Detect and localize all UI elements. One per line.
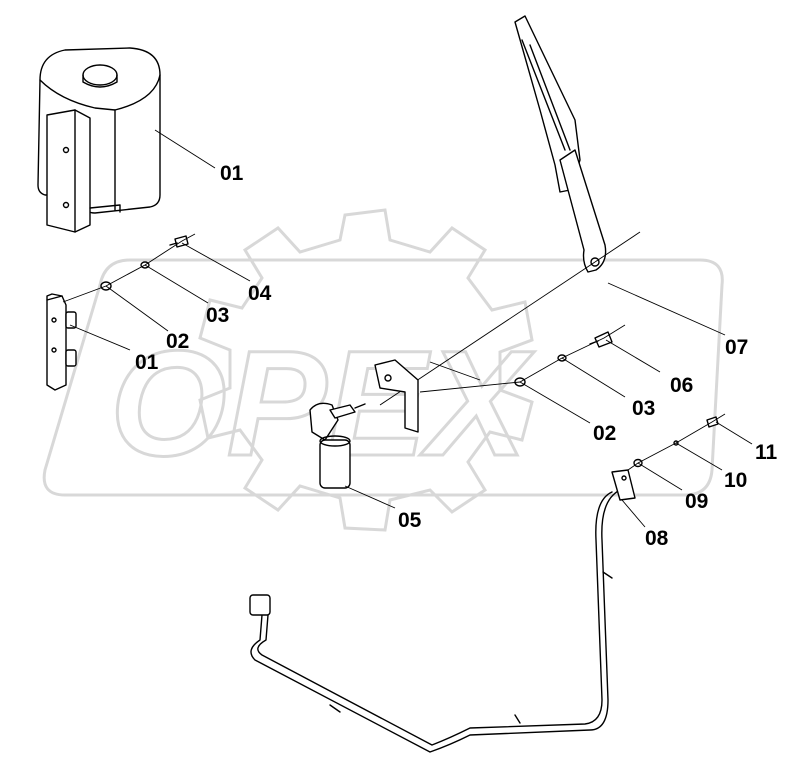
callout-04: 04 — [248, 282, 272, 305]
callout-05: 05 — [398, 509, 422, 532]
callout-03-left: 03 — [206, 304, 229, 327]
leader-lines — [69, 129, 753, 528]
callout-03-right: 03 — [632, 397, 655, 420]
watermark-gear — [198, 208, 534, 532]
wiper-motor-bracket — [374, 359, 419, 433]
callout-10: 10 — [724, 469, 747, 492]
watermark-rounded-frame — [42, 258, 724, 497]
callout-07: 07 — [725, 336, 748, 359]
callout-01-bracket: 01 — [135, 351, 159, 374]
callout-02-right: 02 — [593, 422, 616, 445]
callout-08: 08 — [645, 527, 669, 550]
wiper-motor — [309, 402, 366, 489]
callout-02-left: 02 — [166, 330, 189, 353]
callout-01-tank: 01 — [220, 162, 244, 185]
callout-11: 11 — [755, 441, 778, 464]
washer-tank — [37, 47, 161, 233]
tank-bracket — [46, 293, 77, 391]
callout-09: 09 — [685, 490, 708, 513]
wiper-arm-blade — [514, 15, 607, 273]
callout-06: 06 — [670, 374, 693, 397]
washer-hose — [249, 489, 621, 753]
washer-nozzle — [611, 469, 636, 501]
callout-labels: 01 04 03 02 01 07 06 03 02 05 11 10 09 0… — [135, 162, 778, 550]
